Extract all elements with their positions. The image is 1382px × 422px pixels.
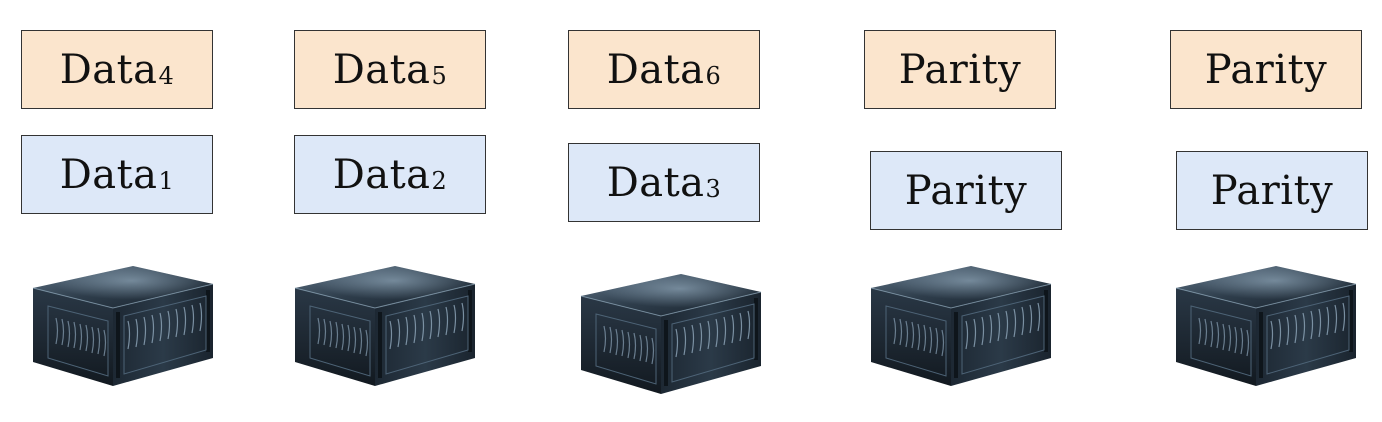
- block-subscript: 2: [431, 166, 448, 195]
- block-subscript: 5: [431, 61, 448, 90]
- server-icon: [294, 266, 476, 387]
- block-label: Parity: [1204, 46, 1328, 93]
- block-label: Data: [59, 46, 158, 93]
- block-label: Data: [332, 46, 431, 93]
- stripe-block-parity-top-2: Parity: [1170, 30, 1362, 109]
- server-icon: [870, 266, 1052, 387]
- stripe-block-parity-bottom-1: Parity: [870, 151, 1062, 230]
- block-label: Data: [332, 151, 431, 198]
- block-label: Parity: [904, 167, 1028, 214]
- stripe-block-parity-bottom-2: Parity: [1176, 151, 1368, 230]
- stripe-block-parity-top-1: Parity: [864, 30, 1056, 109]
- block-subscript: 6: [705, 61, 722, 90]
- server-icon: [580, 274, 762, 395]
- server-icon: [1175, 266, 1357, 387]
- block-label: Parity: [898, 46, 1022, 93]
- block-label: Data: [606, 159, 705, 206]
- block-label: Data: [606, 46, 705, 93]
- block-label: Data: [59, 151, 158, 198]
- block-label: Parity: [1210, 167, 1334, 214]
- block-subscript: 1: [158, 166, 175, 195]
- server-icon: [32, 266, 214, 387]
- block-subscript: 4: [158, 61, 175, 90]
- block-subscript: 3: [705, 174, 722, 203]
